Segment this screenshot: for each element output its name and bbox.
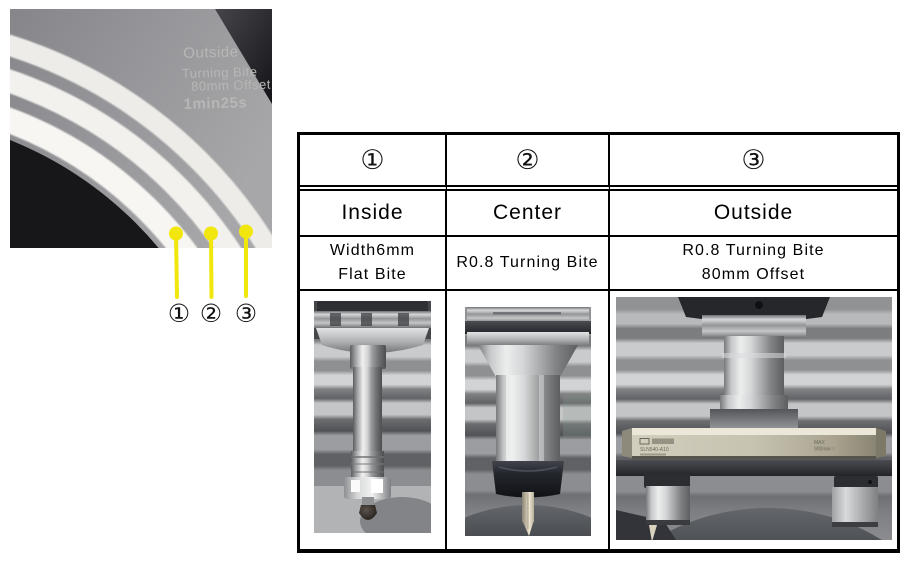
spindle [677,297,830,413]
marker-label-1: ① [167,299,191,328]
photo-cell-outside: SLN540-A10 MAX 900min⁻¹ [610,291,897,549]
tool-photo-flat-bite [314,301,431,533]
tool-spec-line: Width6mm [329,242,416,259]
position-label: Inside [341,201,404,224]
machine-edge [615,460,892,476]
photo-cell-center [447,291,610,549]
header-number-1: ① [360,144,385,176]
engraving-line-3: 80mm Offset [191,77,271,94]
workpiece-photo: Outside Turning Bite 80mm Offset 1min25s [10,9,272,248]
spindle-head [314,301,431,353]
tool-holder [477,345,578,498]
tool-spec-line: 80mm Offset [701,266,806,283]
workpiece-disc [653,508,882,540]
tool-cell-center: R0.8 Turning Bite [447,237,610,291]
bar-model-engraving: SLN540-A10 [640,447,669,453]
bar-max-label-engraving: MAX [814,440,826,446]
disc-center-hole [10,140,159,248]
turning-bite-tip [521,492,534,536]
workpiece-photo-canvas: Outside Turning Bite 80mm Offset 1min25s [10,9,272,248]
header-cell-1: ① [300,135,447,191]
background-shadow-wedge [215,9,272,104]
right-tool-holder [831,476,878,527]
marker-label-3: ③ [234,299,258,328]
header-number-3: ③ [741,144,766,176]
engraved-text: Outside Turning Bite 80mm Offset 1min25s [182,44,271,113]
spec-table: ① ② ③ Inside Center Outside Width6mm Fla… [297,132,900,553]
photo-cell-inside [300,291,447,549]
bar-max-value-engraving: 900min⁻¹ [814,447,835,453]
turning-bite-tip [648,525,657,540]
left-tool-holder [643,474,690,540]
engraving-line-2: Turning Bite [182,64,258,81]
flat-bite-tip [359,505,377,520]
marker-label-2: ② [199,299,223,328]
position-cell-inside: Inside [300,191,447,237]
tool-spec-line: R0.8 Turning Bite [456,254,599,271]
position-label: Center [492,201,563,224]
engraving-line-4: 1min25s [183,94,247,113]
tool-holder [344,345,391,520]
offset-bar: SLN540-A10 MAX 900min⁻¹ [621,409,886,460]
position-label: Outside [713,201,794,224]
engraving-line-1: Outside [183,44,239,62]
tool-spec-line: Flat Bite [338,266,407,283]
header-number-2: ② [515,144,540,176]
tool-photo-offset-holder: SLN540-A10 MAX 900min⁻¹ [615,297,892,540]
tool-cell-outside: R0.8 Turning Bite 80mm Offset [610,237,897,291]
tool-photo-turning-bite [464,307,591,536]
tool-cell-inside: Width6mm Flat Bite [300,237,447,291]
tool-spec-line: R0.8 Turning Bite [682,242,825,259]
position-cell-center: Center [447,191,610,237]
header-cell-2: ② [447,135,610,191]
header-cell-3: ③ [610,135,897,191]
spindle-head [464,307,591,346]
position-cell-outside: Outside [610,191,897,237]
